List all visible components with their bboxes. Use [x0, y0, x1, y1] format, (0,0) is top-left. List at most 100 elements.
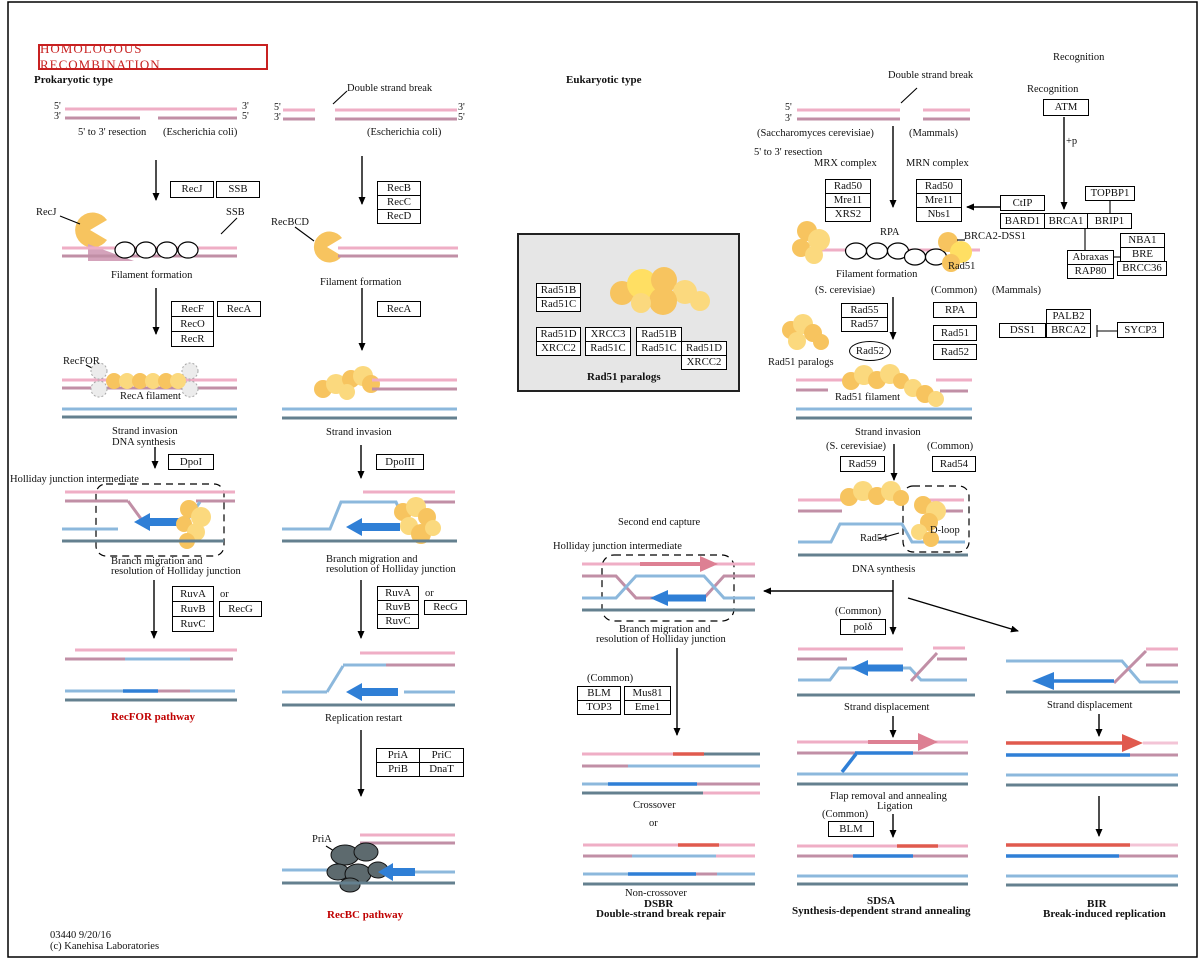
label-or-3: or [649, 818, 658, 829]
gene-box-ssb[interactable]: SSB [216, 181, 260, 198]
prok-recfor-artwork [59, 107, 238, 702]
gene-box-blm-1[interactable]: BLM [577, 686, 621, 701]
gene-box-xrs2[interactable]: XRS2 [825, 207, 871, 222]
label-5prime: 5' [274, 102, 281, 113]
gene-box-recg[interactable]: RecG [219, 601, 262, 617]
gene-box-bre[interactable]: BRE [1120, 247, 1165, 262]
gene-box-pric[interactable]: PriC [419, 748, 464, 763]
gene-box-rad50-2[interactable]: Rad50 [916, 179, 962, 194]
label-or-2: or [425, 588, 434, 599]
gene-box-pria[interactable]: PriA [376, 748, 420, 763]
gene-box-dpoi[interactable]: DpoI [168, 454, 214, 470]
gene-box-rad51c-3[interactable]: Rad51C [636, 341, 682, 356]
label-common-4: (Common) [822, 809, 869, 820]
gene-box-mre11-1[interactable]: Mre11 [825, 193, 871, 208]
gene-box-nbs1[interactable]: Nbs1 [916, 207, 962, 222]
gene-box-pold[interactable]: polδ [840, 619, 886, 635]
gene-box-rad50-1[interactable]: Rad50 [825, 179, 871, 194]
gene-box-rad51d-1[interactable]: Rad51D [536, 327, 581, 342]
map-border [7, 1, 1198, 958]
gene-box-brcc36[interactable]: BRCC36 [1117, 261, 1167, 276]
gene-box-mre11-2[interactable]: Mre11 [916, 193, 962, 208]
gene-box-recc[interactable]: RecC [377, 195, 421, 210]
label-rpa: RPA [880, 227, 900, 238]
label-strand-invasion-2: Strand invasion [326, 427, 392, 438]
gene-box-recg-2[interactable]: RecG [424, 600, 467, 615]
gene-box-dss1[interactable]: DSS1 [999, 323, 1046, 338]
gene-box-rad57[interactable]: Rad57 [841, 317, 888, 332]
gene-box-rad55[interactable]: Rad55 [841, 303, 888, 318]
gene-box-rad59[interactable]: Rad59 [840, 456, 885, 472]
gene-box-rad54[interactable]: Rad54 [932, 456, 976, 472]
gene-box-ruva-2[interactable]: RuvA [377, 586, 419, 601]
gene-box-mus81[interactable]: Mus81 [624, 686, 671, 701]
label-plus-p: +p [1066, 136, 1078, 147]
gene-box-reca[interactable]: RecA [217, 301, 261, 317]
gene-oval-rad52[interactable]: Rad52 [849, 341, 891, 361]
label-mrn-complex: MRN complex [906, 158, 969, 169]
gene-box-recf[interactable]: RecF [171, 301, 214, 317]
gene-box-dnat[interactable]: DnaT [419, 762, 464, 777]
gene-box-rad52[interactable]: Rad52 [933, 344, 977, 360]
gene-box-brip1[interactable]: BRIP1 [1087, 213, 1132, 229]
gene-box-rad51b-1[interactable]: Rad51B [536, 283, 581, 298]
label-ecoli-2: (Escherichia coli) [367, 127, 442, 138]
label-double-strand-break-2: Double strand break [888, 70, 974, 81]
gene-box-xrcc2-1[interactable]: XRCC2 [536, 341, 581, 356]
label-recognition-2: Recognition [1027, 84, 1079, 95]
gene-box-sycp3[interactable]: SYCP3 [1117, 322, 1164, 338]
gene-box-brca1[interactable]: BRCA1 [1044, 213, 1088, 229]
label-common-2: (Common) [927, 441, 974, 452]
label-ecoli: (Escherichia coli) [163, 127, 238, 138]
gene-box-reco[interactable]: RecO [171, 316, 214, 332]
gene-box-eme1[interactable]: Eme1 [624, 700, 671, 715]
gene-box-brca2[interactable]: BRCA2 [1046, 323, 1091, 338]
gene-box-rad51b-2[interactable]: Rad51B [636, 327, 682, 342]
gene-box-xrcc3[interactable]: XRCC3 [585, 327, 631, 342]
gene-box-xrcc2-2[interactable]: XRCC2 [681, 355, 727, 370]
label-mammals-1: (Mammals) [909, 128, 958, 139]
label-s-cerevisiae-1: (S. cerevisiae) [815, 285, 876, 296]
gene-box-ruvc[interactable]: RuvC [172, 616, 214, 632]
gene-box-blm-2[interactable]: BLM [828, 821, 874, 837]
gene-box-rpa[interactable]: RPA [933, 302, 977, 318]
gene-box-top3[interactable]: TOP3 [577, 700, 621, 715]
label-recfor: RecFOR [63, 356, 100, 367]
label-mammals-2: (Mammals) [992, 285, 1041, 296]
gene-box-rad51d-2[interactable]: Rad51D [681, 341, 727, 356]
gene-box-abraxas[interactable]: Abraxas [1067, 250, 1114, 265]
label-5prime: 5' [242, 111, 249, 122]
gene-box-rad51c-2[interactable]: Rad51C [585, 341, 631, 356]
label-prokaryotic-type: Prokaryotic type [34, 74, 113, 86]
gene-box-rad51[interactable]: Rad51 [933, 325, 977, 341]
label-s-cerevisiae-2: (S. cerevisiae) [826, 441, 887, 452]
gene-box-dpoiii[interactable]: DpoIII [376, 454, 424, 470]
label-rad54: Rad54 [860, 533, 888, 544]
gene-box-rap80[interactable]: RAP80 [1067, 264, 1114, 279]
gene-box-rad51c-1[interactable]: Rad51C [536, 297, 581, 312]
label-branch-migration-1: Branch migration and [111, 556, 203, 567]
gene-box-palb2[interactable]: PALB2 [1046, 309, 1091, 324]
gene-box-ruvb[interactable]: RuvB [172, 601, 214, 617]
label-d-loop: D-loop [930, 525, 960, 536]
gene-box-ruva[interactable]: RuvA [172, 586, 214, 602]
gene-box-bard1[interactable]: BARD1 [1000, 213, 1045, 229]
label-bir: BIR [1087, 898, 1107, 910]
gene-box-topbp1[interactable]: TOPBP1 [1085, 186, 1135, 201]
gene-box-ctip[interactable]: CtIP [1000, 195, 1045, 211]
gene-box-recr[interactable]: RecR [171, 331, 214, 347]
gene-box-recb[interactable]: RecB [377, 181, 421, 196]
sdsa-artwork [797, 646, 975, 886]
gene-box-prib[interactable]: PriB [376, 762, 420, 777]
label-strand-invasion-3: Strand invasion [855, 427, 921, 438]
gene-box-ruvc-2[interactable]: RuvC [377, 614, 419, 629]
label-second-end-capture: Second end capture [618, 517, 701, 528]
gene-box-recd[interactable]: RecD [377, 209, 421, 224]
gene-box-reca-2[interactable]: RecA [377, 301, 421, 317]
gene-box-ruvb-2[interactable]: RuvB [377, 600, 419, 615]
label-bir-full: Break-induced replication [1043, 908, 1166, 920]
gene-box-recj[interactable]: RecJ [170, 181, 214, 198]
gene-box-nba1[interactable]: NBA1 [1120, 233, 1165, 248]
gene-box-atm[interactable]: ATM [1043, 99, 1089, 116]
